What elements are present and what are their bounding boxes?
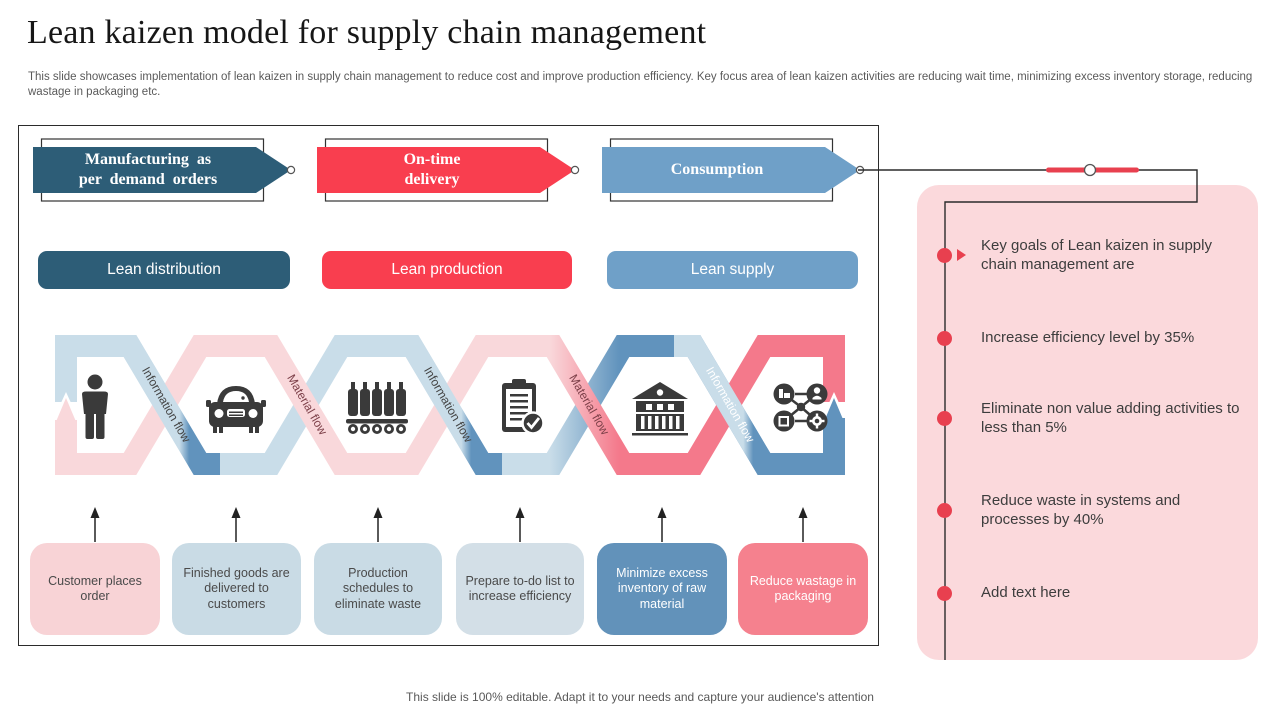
goal-item[interactable]: Increase efficiency level by 35% bbox=[981, 329, 1195, 346]
button-label: Lean distribution bbox=[107, 261, 221, 278]
banner-label: Consumption bbox=[670, 161, 764, 178]
lean-distribution-button[interactable]: Lean distribution bbox=[38, 251, 290, 289]
lean-production-button[interactable]: Lean production bbox=[322, 251, 572, 289]
goal-bullet bbox=[937, 247, 952, 263]
delivery-car-icon bbox=[206, 386, 266, 433]
goal-bullet bbox=[937, 502, 952, 518]
process-box-reduce-wastage[interactable]: Reduce wastage in packaging bbox=[738, 543, 868, 635]
page-title: Lean kaizen model for supply chain manag… bbox=[27, 14, 707, 51]
checklist-icon bbox=[502, 379, 545, 435]
process-box-minimize-inventory[interactable]: Minimize excess inventory of raw materia… bbox=[597, 543, 727, 635]
process-box-text: Minimize excess inventory of raw materia… bbox=[616, 565, 708, 611]
banner-label: On-time delivery bbox=[403, 151, 461, 188]
goal-bullet bbox=[937, 410, 952, 426]
banner-consumption[interactable]: Consumption bbox=[597, 136, 867, 204]
network-icon bbox=[773, 383, 828, 432]
connector-handle-dot[interactable] bbox=[1083, 163, 1097, 177]
slide-description: This slide showcases implementation of l… bbox=[28, 71, 1253, 98]
process-box-text: Reduce wastage in packaging bbox=[749, 573, 857, 604]
process-box-text: Production schedules to eliminate waste bbox=[334, 565, 422, 611]
lean-supply-button[interactable]: Lean supply bbox=[607, 251, 858, 289]
goal-item[interactable]: Eliminate non value adding activities to… bbox=[981, 400, 1240, 436]
goal-item[interactable]: Add text here bbox=[981, 584, 1071, 601]
bottling-line-icon bbox=[346, 382, 408, 434]
process-box-customer-order[interactable]: Customer places order bbox=[30, 543, 160, 635]
goal-bullet-pointer bbox=[957, 249, 966, 261]
process-box-text: Finished goods are delivered to customer… bbox=[183, 565, 290, 611]
process-box-text: Prepare to-do list to increase efficienc… bbox=[465, 573, 575, 604]
goal-item[interactable]: Reduce waste in systems and processes by… bbox=[981, 492, 1181, 528]
button-label: Lean production bbox=[391, 261, 503, 278]
button-label: Lean supply bbox=[690, 261, 775, 278]
arrow-banner-shape bbox=[33, 138, 296, 202]
banner-label: Manufacturing as per demand orders bbox=[78, 151, 218, 188]
warehouse-icon bbox=[632, 382, 688, 436]
process-box-todo-list[interactable]: Prepare to-do list to increase efficienc… bbox=[456, 543, 584, 635]
connector-dot bbox=[286, 165, 296, 175]
footer-note: This slide is 100% editable. Adapt it to… bbox=[406, 690, 874, 704]
person-icon bbox=[82, 374, 108, 439]
process-box-finished-goods[interactable]: Finished goods are delivered to customer… bbox=[172, 543, 301, 635]
banner-on-time-delivery[interactable]: On-time delivery bbox=[312, 136, 582, 204]
connector-dot bbox=[855, 165, 865, 175]
goal-bullet bbox=[937, 585, 952, 601]
process-box-production-schedules[interactable]: Production schedules to eliminate waste bbox=[314, 543, 442, 635]
connector-dot bbox=[570, 165, 580, 175]
banner-manufacturing[interactable]: Manufacturing as per demand orders bbox=[28, 136, 298, 204]
connector-handle[interactable] bbox=[1046, 167, 1139, 173]
process-box-text: Customer places order bbox=[48, 573, 142, 604]
goal-bullet bbox=[937, 330, 952, 346]
goal-item[interactable]: Key goals of Lean kaizen in supply chain… bbox=[981, 237, 1212, 273]
supply-chain-ribbon: Information flow Material flow Informati… bbox=[55, 335, 845, 475]
arrow-banner-shape bbox=[317, 138, 580, 202]
